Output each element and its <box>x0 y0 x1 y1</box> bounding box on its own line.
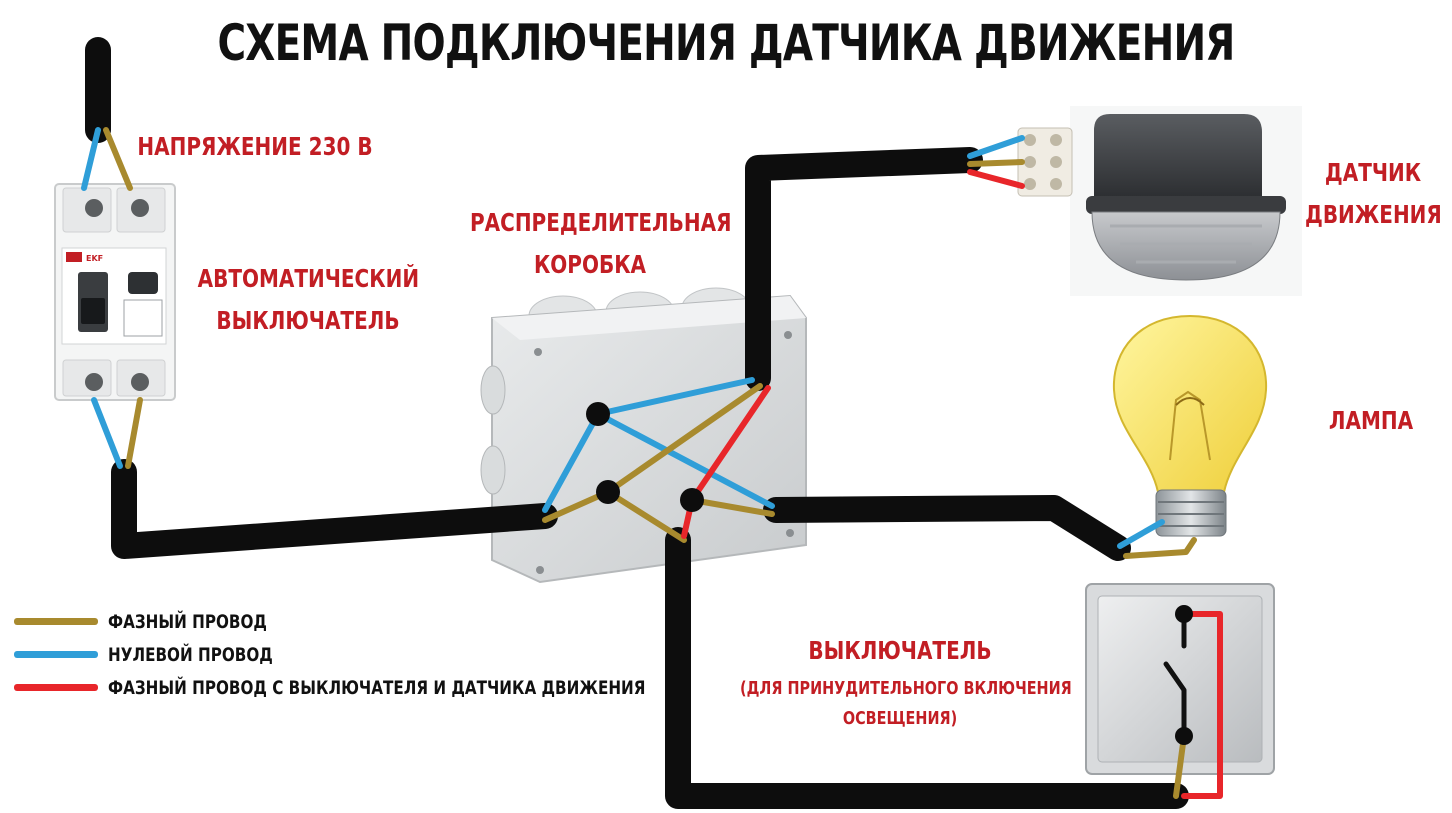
junction-box-label-line2: КОРОБКА <box>533 250 647 279</box>
sensor-label-line2: ДВИЖЕНИЯ <box>1305 200 1442 229</box>
legend-item-switched-phase: ФАЗНЫЙ ПРОВОД С ВЫКЛЮЧАТЕЛЯ И ДАТЧИКА ДВ… <box>14 671 780 704</box>
terminal-block <box>1017 127 1073 197</box>
legend-label-phase: ФАЗНЫЙ ПРОВОД <box>108 610 267 633</box>
legend-item-phase: ФАЗНЫЙ ПРОВОД <box>14 605 780 638</box>
lamp-label: ЛАМПА <box>1328 406 1414 435</box>
sensor-label-line1: ДАТЧИК <box>1324 158 1422 187</box>
lamp-bulb <box>1112 314 1268 537</box>
switch-note-line2: ОСВЕЩЕНИЯ) <box>842 708 958 729</box>
cables <box>85 37 1189 809</box>
switch-note-line1: (ДЛЯ ПРИНУДИТЕЛЬНОГО ВКЛЮЧЕНИЯ <box>740 678 1072 699</box>
circuit-breaker: EKF <box>54 183 176 401</box>
legend-label-switched-phase: ФАЗНЫЙ ПРОВОД С ВЫКЛЮЧАТЕЛЯ И ДАТЧИКА ДВ… <box>108 676 646 699</box>
switch-label: ВЫКЛЮЧАТЕЛЬ <box>808 636 992 665</box>
legend-swatch-switched-phase <box>14 684 98 691</box>
breaker-brand: EKF <box>86 254 103 263</box>
breaker-label-line1: АВТОМАТИЧЕСКИЙ <box>197 264 420 293</box>
legend-item-neutral: НУЛЕВОЙ ПРОВОД <box>14 638 780 671</box>
legend: ФАЗНЫЙ ПРОВОД НУЛЕВОЙ ПРОВОД ФАЗНЫЙ ПРОВ… <box>14 605 780 704</box>
legend-label-neutral: НУЛЕВОЙ ПРОВОД <box>108 643 273 666</box>
legend-swatch-phase <box>14 618 98 625</box>
junction-points <box>586 402 1193 745</box>
legend-swatch-neutral <box>14 651 98 658</box>
voltage-label: НАПРЯЖЕНИЕ 230 В <box>137 132 373 161</box>
breaker-label-line2: ВЫКЛЮЧАТЕЛЬ <box>216 306 400 335</box>
junction-box-label-line1: РАСПРЕДЕЛИТЕЛЬНАЯ <box>470 208 732 237</box>
diagram-title: СХЕМА ПОДКЛЮЧЕНИЯ ДАТЧИКА ДВИЖЕНИЯ <box>217 14 1235 72</box>
motion-sensor <box>1070 106 1302 296</box>
